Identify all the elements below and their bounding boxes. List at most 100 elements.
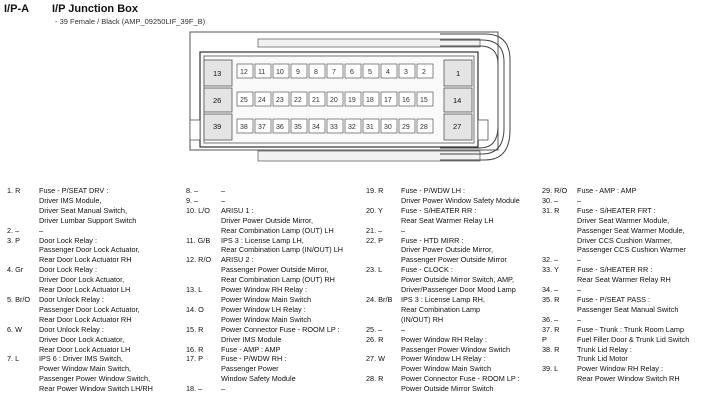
pin-description-line: – (401, 324, 406, 334)
pin-entry: 18. –– (186, 384, 343, 394)
pin-description-line: Trunk Lid Relay : (577, 344, 632, 354)
pin-description-line: Passenger Power (221, 364, 279, 374)
svg-text:17: 17 (384, 97, 392, 104)
svg-text:4: 4 (386, 69, 390, 76)
connector-code: I/P-A (4, 3, 30, 15)
pin-description-line: Passenger Seat Warmer Module, (577, 225, 685, 235)
pin-description-line: Driver Power Outside Mirror, (401, 245, 494, 255)
svg-text:6: 6 (350, 69, 354, 76)
pin-number: 10. L/O (186, 205, 210, 215)
svg-text:32: 32 (348, 124, 356, 131)
svg-text:11: 11 (258, 69, 265, 76)
svg-text:8: 8 (314, 69, 318, 76)
pin-description-line: Door Lock Relay : (39, 235, 97, 245)
pin-description-line: Rear Door Lock Actuator LH (39, 344, 131, 354)
pin-description-line: Fuse - HTD MIRR : (401, 235, 464, 245)
pin-description-line: – (221, 195, 226, 205)
svg-text:18: 18 (366, 97, 374, 104)
pin-description-line: Driver Power Outside Mirror, (221, 215, 314, 225)
pin-description-line: ARISU 1 : (221, 205, 254, 215)
svg-text:19: 19 (348, 97, 356, 104)
svg-text:28: 28 (420, 124, 428, 131)
pin-description-line: ARISU 2 : (221, 255, 254, 265)
pin-number: 12. R/O (186, 255, 212, 265)
pin-description-line: Passenger Power Window Switch (401, 344, 511, 354)
pin-description-line: Power Window LH Relay : (401, 354, 486, 364)
pin-description-line: Rear Door Lock Actuator LH (39, 285, 131, 295)
pin-entry: 21. –– (366, 226, 520, 236)
pin-number: 8. – (186, 186, 199, 195)
pin-description-line: Driver Seat Warmer Module, (577, 215, 670, 225)
pin-number: 34. – (542, 285, 559, 295)
svg-text:33: 33 (330, 124, 338, 131)
pin-entry: 30. –– (542, 196, 689, 206)
pin-description-line: Passenger Power Outside Mirror (401, 255, 507, 265)
pin-number: 39. L (542, 364, 559, 374)
pin-description-line: Fuse - P/SEAT PASS : (577, 294, 650, 304)
pin-label-13: 13 (213, 69, 221, 78)
pin-number: 37. R (542, 324, 560, 334)
pin-description-line: Driver IMS Module, (39, 195, 102, 205)
pin-entry: 8. – – (186, 186, 343, 196)
svg-text:23: 23 (276, 97, 284, 104)
pin-number: P (542, 334, 547, 344)
pin-description-line: Driver Seat Manual Switch, (39, 205, 128, 215)
pin-description-line: Fuse - Trunk : Trunk Room Lamp (577, 324, 685, 334)
pin-description-line: Rear Combination Lamp (OUT) LH (221, 225, 334, 235)
pin-number: 13. L (186, 285, 203, 295)
svg-text:21: 21 (312, 97, 320, 104)
pin-number: 6. W (7, 324, 22, 334)
pin-entry: 34. –– (542, 285, 689, 295)
pin-entry: 9. –– (186, 196, 343, 206)
pin-entry: 27. W Power Window LH Relay :Power Window… (366, 354, 520, 374)
pin-entry: 37. R Fuse - Trunk : Trunk Room Lamp (542, 325, 689, 335)
pin-description-line: Rear Seat Warmer Relay LH (401, 215, 494, 225)
pin-description-line: Power Window RH Relay : (221, 285, 307, 295)
pin-description-line: Driver/Passenger Door Mood Lamp (401, 285, 516, 295)
pin-entry: 32. –– (542, 255, 689, 265)
pin-description-line: Passenger Door Lock Actuator, (39, 245, 140, 255)
svg-text:10: 10 (276, 69, 284, 76)
svg-text:24: 24 (258, 97, 266, 104)
pin-description-line: – (221, 186, 226, 195)
pin-description-line: Rear Combination Lamp (OUT) RH (221, 275, 335, 285)
pin-number: 27. W (366, 354, 386, 364)
pin-description-line: Power Window Main Switch (401, 364, 492, 374)
pin-entry: 2. –– (4, 226, 153, 236)
pin-description-line: Power Window Main Switch (221, 314, 312, 324)
pin-description-line: Trunk Lid Motor (577, 354, 628, 364)
connector-diagram: 13 26 39 1 14 27 12 11 10 9 8 7 6 5 4 3 … (189, 31, 511, 162)
pin-description-line: Fuse - S/HEATER FRT : (577, 205, 656, 215)
pin-description-line: Power Window RH Relay : (577, 364, 663, 374)
pin-number: 20. Y (366, 205, 383, 215)
pin-description-line: Power Window RH Relay : (401, 334, 487, 344)
pin-number: 1. R (7, 186, 21, 195)
pin-description-line: Passenger CCS Cushion Warmer (577, 245, 686, 255)
pin-description-line: Fuse - P/WDW LH : (401, 186, 466, 195)
pin-description-line: Fuse - AMP : AMP (577, 186, 637, 195)
pin-number: 19. R (366, 186, 384, 195)
pin-number: 33. Y (542, 265, 559, 275)
pin-description-line: Passenger Door Lock Actuator, (39, 304, 140, 314)
pin-description-line: Power Window Main Switch (221, 294, 312, 304)
svg-text:36: 36 (276, 124, 284, 131)
pin-number: 2. – (7, 225, 20, 235)
svg-text:22: 22 (294, 97, 302, 104)
svg-text:37: 37 (258, 124, 266, 131)
pin-description-line: – (577, 255, 582, 265)
pin-description-line: Door Unlock Relay : (39, 294, 104, 304)
